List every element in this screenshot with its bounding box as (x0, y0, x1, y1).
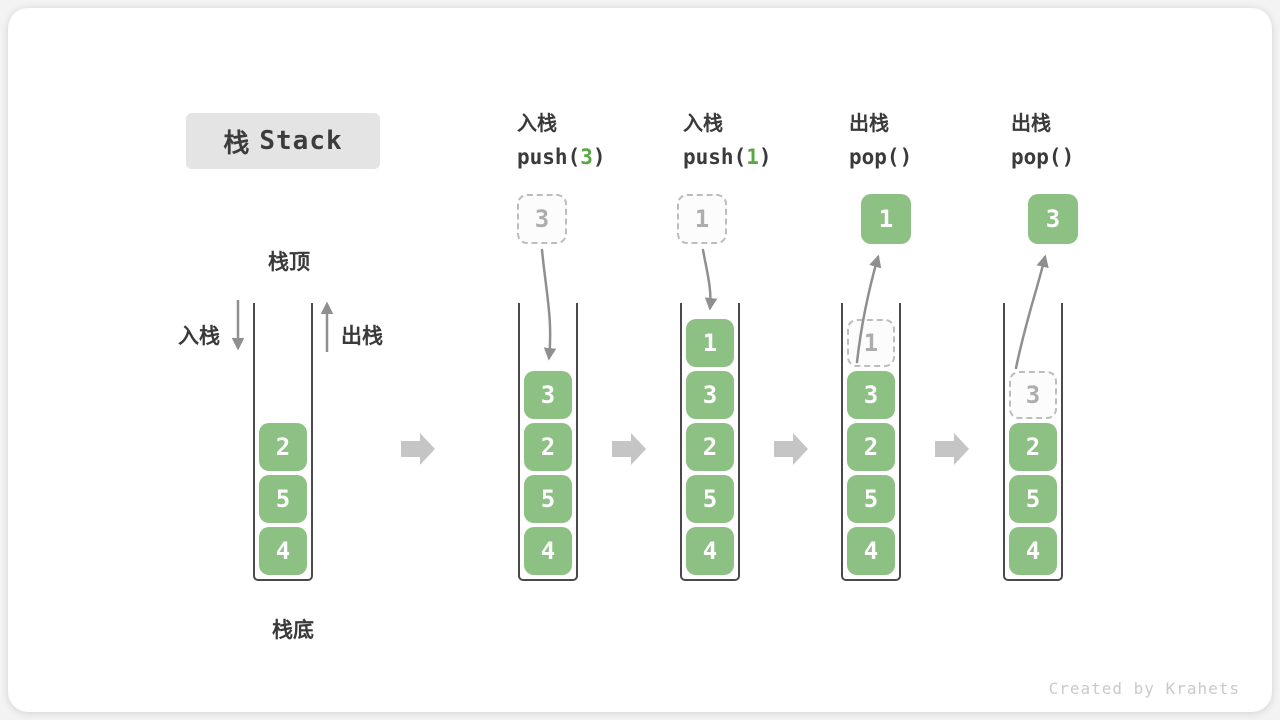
stack-cell: 5 (686, 475, 734, 523)
stack-container-after-pop-1: 1 3 2 5 4 (841, 303, 901, 581)
operation-code: pop() (1011, 140, 1171, 174)
code-arg: 3 (580, 145, 593, 169)
stack-bottom-label: 栈底 (272, 618, 314, 642)
popped-value-box: 3 (1028, 194, 1078, 244)
stack-cell: 5 (259, 475, 307, 523)
credit-text: Created by Krahets (1048, 679, 1240, 698)
stack-cell-ghost: 1 (847, 319, 895, 367)
pushed-value-ghost-box: 1 (677, 194, 727, 244)
stack-cell-ghost: 3 (1009, 371, 1057, 419)
operation-header-pop-1: 出栈 pop() (849, 106, 1009, 174)
title-en: Stack (259, 126, 343, 156)
code-close: ) (1061, 145, 1075, 169)
operation-code: pop() (849, 140, 1009, 174)
push-direction-label: 入栈 (178, 324, 220, 348)
stack-cell: 1 (686, 319, 734, 367)
stack-container-initial: 2 5 4 (253, 303, 313, 581)
stack-cell: 4 (847, 527, 895, 575)
pushed-value-ghost-box: 3 (517, 194, 567, 244)
stack-cell: 2 (847, 423, 895, 471)
operation-code: push(3) (517, 140, 677, 174)
arrow-right-icon (612, 433, 646, 465)
stack-cell: 3 (524, 371, 572, 419)
operation-header-pop-2: 出栈 pop() (1011, 106, 1171, 174)
code-arg: 1 (746, 145, 759, 169)
popped-value-box: 1 (861, 194, 911, 244)
code-pre: pop( (849, 145, 900, 169)
stack-container-after-push-3: 3 2 5 4 (518, 303, 578, 581)
code-pre: pop( (1011, 145, 1062, 169)
operation-header-push-3: 入栈 push(3) (517, 106, 677, 174)
stack-cell: 2 (1009, 423, 1057, 471)
code-close: ) (899, 145, 913, 169)
diagram-title: 栈 Stack (186, 113, 380, 169)
stack-cell: 3 (847, 371, 895, 419)
stack-cell: 4 (259, 527, 307, 575)
stack-cell: 4 (1009, 527, 1057, 575)
operation-label: 出栈 (1011, 111, 1051, 135)
stack-cell: 5 (524, 475, 572, 523)
stack-cell: 5 (847, 475, 895, 523)
operation-header-push-1: 入栈 push(1) (683, 106, 843, 174)
stack-container-after-push-1: 1 3 2 5 4 (680, 303, 740, 581)
code-pre: push( (683, 145, 747, 169)
code-close: ) (758, 145, 772, 169)
stack-cell: 3 (686, 371, 734, 419)
stack-container-after-pop-3: 3 2 5 4 (1003, 303, 1063, 581)
stack-cell: 2 (686, 423, 734, 471)
operation-label: 入栈 (683, 111, 723, 135)
arrow-right-icon (935, 433, 969, 465)
arrow-right-icon (774, 433, 808, 465)
code-close: ) (592, 145, 606, 169)
operation-label: 出栈 (849, 111, 889, 135)
pop-direction-label: 出栈 (341, 324, 383, 348)
push-curve-arrow-icon (701, 248, 718, 311)
title-zh: 栈 (223, 128, 250, 159)
stack-top-label: 栈顶 (268, 250, 310, 274)
stack-cell: 2 (259, 423, 307, 471)
stack-cell: 4 (686, 527, 734, 575)
stack-cell: 2 (524, 423, 572, 471)
stack-cell: 4 (524, 527, 572, 575)
operation-code: push(1) (683, 140, 843, 174)
code-pre: push( (517, 145, 581, 169)
stack-cell: 5 (1009, 475, 1057, 523)
operation-label: 入栈 (517, 111, 557, 135)
arrow-right-icon (401, 433, 435, 465)
